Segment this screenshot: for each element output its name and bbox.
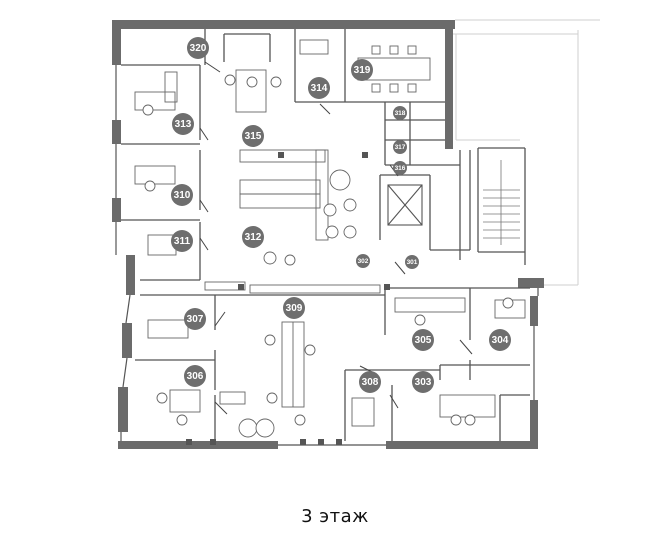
room-label: 316 bbox=[395, 165, 406, 172]
room-marker-307: 307 bbox=[184, 308, 206, 330]
interior-walls bbox=[121, 29, 530, 441]
room-label: 309 bbox=[286, 303, 303, 314]
room-label: 310 bbox=[174, 190, 191, 201]
thin-walls bbox=[115, 65, 539, 446]
room-label: 315 bbox=[245, 131, 262, 142]
room-marker-316: 316 bbox=[393, 161, 407, 175]
room-label: 314 bbox=[311, 83, 328, 94]
room-marker-303: 303 bbox=[412, 371, 434, 393]
room-label: 302 bbox=[358, 258, 369, 265]
room-marker-circle bbox=[308, 77, 330, 99]
room-label: 308 bbox=[362, 377, 379, 388]
room-marker-circle bbox=[184, 365, 206, 387]
room-label: 305 bbox=[415, 335, 432, 346]
room-marker-305: 305 bbox=[412, 329, 434, 351]
furniture bbox=[134, 39, 526, 427]
adjacent-building-outline bbox=[450, 19, 600, 286]
room-label: 304 bbox=[492, 335, 509, 346]
elevator-shaft bbox=[387, 184, 423, 226]
chairs-tables bbox=[142, 74, 514, 438]
room-marker-311: 311 bbox=[171, 230, 193, 252]
room-markers: 320 319 318 317 316 315 314 313 312 311 310 309 308 3… bbox=[171, 37, 511, 393]
room-marker-317: 317 bbox=[393, 140, 407, 154]
doors bbox=[199, 61, 473, 415]
room-marker-312: 312 bbox=[242, 226, 264, 248]
room-marker-313: 313 bbox=[172, 113, 194, 135]
room-marker-circle bbox=[393, 140, 407, 154]
posts bbox=[186, 152, 390, 445]
floor-label: 3 этаж bbox=[301, 506, 369, 527]
room-marker-319: 319 bbox=[351, 59, 373, 81]
room-label: 319 bbox=[354, 65, 371, 76]
room-marker-circle bbox=[356, 254, 370, 268]
room-marker-304: 304 bbox=[489, 329, 511, 351]
room-label: 303 bbox=[415, 377, 432, 388]
room-label: 313 bbox=[175, 119, 192, 130]
room-label: 317 bbox=[395, 144, 406, 151]
room-marker-circle bbox=[242, 125, 264, 147]
room-marker-circle bbox=[172, 113, 194, 135]
room-marker-circle bbox=[242, 226, 264, 248]
floor-plan: 320 319 318 317 316 315 314 313 312 311 310 309 308 3… bbox=[112, 19, 600, 449]
room-label: 306 bbox=[187, 371, 204, 382]
staircase bbox=[483, 160, 520, 245]
room-marker-circle bbox=[171, 230, 193, 252]
room-label: 320 bbox=[190, 43, 207, 54]
room-marker-circle bbox=[184, 308, 206, 330]
outer-walls bbox=[112, 20, 544, 449]
room-marker-301: 301 bbox=[405, 255, 419, 269]
room-marker-circle bbox=[359, 371, 381, 393]
room-marker-circle bbox=[171, 184, 193, 206]
room-label: 311 bbox=[174, 236, 191, 247]
room-marker-circle bbox=[283, 297, 305, 319]
room-label: 301 bbox=[407, 259, 418, 266]
room-marker-318: 318 bbox=[393, 106, 407, 120]
room-marker-circle bbox=[412, 371, 434, 393]
room-marker-310: 310 bbox=[171, 184, 193, 206]
room-marker-309: 309 bbox=[283, 297, 305, 319]
room-marker-302: 302 bbox=[356, 254, 370, 268]
room-marker-308: 308 bbox=[359, 371, 381, 393]
room-marker-circle bbox=[489, 329, 511, 351]
room-label: 312 bbox=[245, 232, 262, 243]
room-marker-circle bbox=[412, 329, 434, 351]
room-marker-circle bbox=[351, 59, 373, 81]
room-marker-circle bbox=[393, 106, 407, 120]
room-marker-314: 314 bbox=[308, 77, 330, 99]
room-marker-306: 306 bbox=[184, 365, 206, 387]
room-label: 318 bbox=[395, 110, 406, 117]
room-marker-circle bbox=[187, 37, 209, 59]
room-marker-circle bbox=[393, 161, 407, 175]
room-marker-320: 320 bbox=[187, 37, 209, 59]
room-marker-circle bbox=[405, 255, 419, 269]
room-marker-315: 315 bbox=[242, 125, 264, 147]
room-label: 307 bbox=[187, 314, 204, 325]
